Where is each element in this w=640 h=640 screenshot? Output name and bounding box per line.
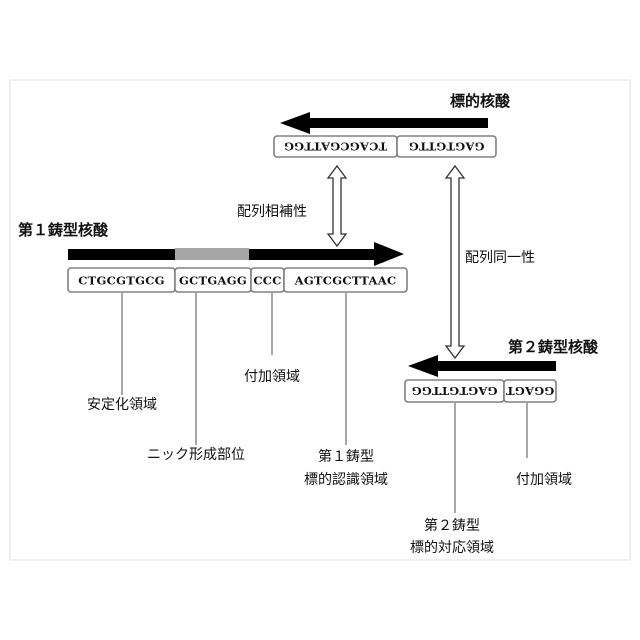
recognition-region-label-line2: 標的認識領域 bbox=[304, 471, 388, 488]
template-1-sequence-box: CTGCGTGCG GCTGAGG CCC AGTCGCTTAAC bbox=[68, 268, 407, 292]
complementarity-label: 配列相補性 bbox=[237, 204, 307, 220]
template-2-sequence-box: GAGTGTTGG GGAGT bbox=[405, 380, 556, 402]
template-1-segment-2: GCTGAGG bbox=[179, 274, 247, 288]
nick-band bbox=[175, 248, 249, 260]
template-2-title: 第２鋳型核酸 bbox=[508, 338, 599, 356]
target-arrow-shaft bbox=[298, 118, 488, 128]
stabilizing-region-label: 安定化領域 bbox=[87, 396, 157, 413]
template-2-arrow-shaft bbox=[428, 361, 556, 371]
additional-region-1-label: 付加領域 bbox=[244, 368, 300, 385]
target-segment-a-text: TCAGCGATTGG bbox=[284, 140, 387, 154]
template-1-segment-4: AGTCGCTTAAC bbox=[294, 274, 397, 288]
identity-label: 配列同一性 bbox=[465, 250, 535, 266]
template-1-segment-3: CCC bbox=[253, 274, 281, 288]
target-segment-b-text: GAGTGTTG bbox=[409, 140, 485, 154]
nick-site-label: ニック形成部位 bbox=[147, 447, 245, 463]
template-2-segment-a-text: GAGTGTTGG bbox=[412, 384, 498, 398]
target-nucleic-acid-title: 標的核酸 bbox=[450, 92, 511, 110]
additional-region-2-label: 付加領域 bbox=[516, 471, 572, 488]
template-1-title: 第１鋳型核酸 bbox=[18, 221, 109, 239]
recognition-region-label-line1: 第１鋳型 bbox=[318, 448, 374, 465]
template-2-segment-b-text: GGAGT bbox=[506, 384, 555, 398]
template-1-segment-1: CTGCGTGCG bbox=[78, 274, 165, 288]
corresponding-region-label-line1: 第２鋳型 bbox=[424, 517, 480, 534]
corresponding-region-label-line2: 標的対応領域 bbox=[410, 539, 494, 556]
target-sequence-box: TCAGCGATTGG GAGTGTTG bbox=[274, 136, 496, 157]
